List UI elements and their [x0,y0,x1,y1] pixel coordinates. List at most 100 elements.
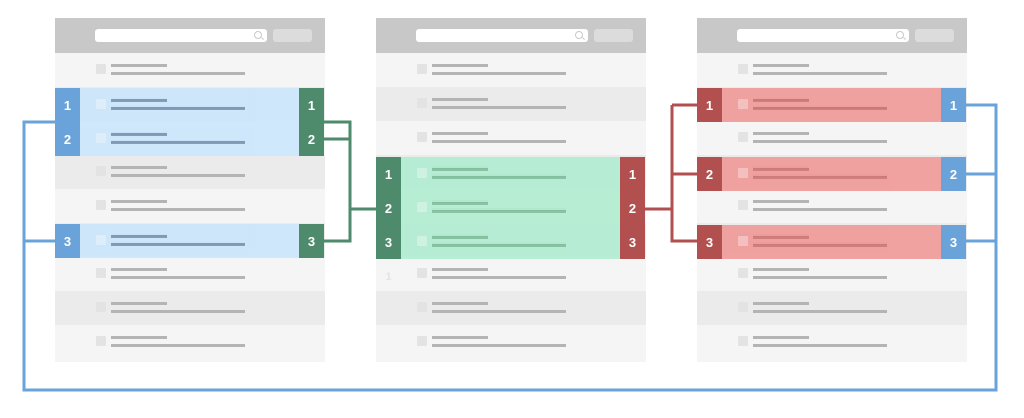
row-checkbox[interactable] [738,132,748,142]
list-item[interactable] [55,155,325,189]
left-out-tab-1[interactable]: 1 [299,88,324,122]
band-subtitle-placeholder [111,107,245,110]
list-item[interactable] [697,257,967,291]
row-checkbox[interactable] [96,336,106,346]
row-checkbox[interactable] [738,64,748,74]
row-checkbox[interactable] [96,64,106,74]
left-in-tab-1[interactable]: 1 [55,88,80,122]
row-checkbox[interactable] [738,336,748,346]
row-checkbox[interactable] [96,268,106,278]
list-item[interactable] [376,257,646,291]
left-in-tab-2[interactable]: 2 [55,122,80,156]
right-in-tab-1[interactable]: 1 [697,88,722,122]
band-checkbox[interactable] [96,235,106,245]
list-item[interactable] [697,121,967,155]
list-item[interactable] [376,87,646,121]
row-subtitle-placeholder [111,72,245,75]
list-item[interactable] [55,189,325,223]
row-title-placeholder [753,200,809,203]
right-search-field[interactable] [737,29,909,42]
row-checkbox[interactable] [738,268,748,278]
band-title-placeholder [432,202,488,205]
left-out-tab-3[interactable]: 3 [299,224,324,258]
band-checkbox[interactable] [417,168,427,178]
list-item[interactable] [376,53,646,87]
band-checkbox[interactable] [738,168,748,178]
list-item[interactable] [697,291,967,325]
middle-panel-toolbar [376,18,646,53]
left-band-2 [80,122,299,156]
right-out-tab-2[interactable]: 2 [941,157,966,191]
row-title-placeholder [111,302,167,305]
left-in-tab-3[interactable]: 3 [55,224,80,258]
left-panel-toolbar [55,18,325,53]
list-item[interactable] [376,121,646,155]
right-band-2 [722,157,941,191]
right-in-tab-2[interactable]: 2 [697,157,722,191]
list-item[interactable] [55,291,325,325]
row-checkbox[interactable] [96,200,106,210]
row-subtitle-placeholder [753,72,887,75]
row-checkbox[interactable] [96,302,106,312]
middle-faded-label: 1 [385,271,392,283]
left-toolbar-button[interactable] [273,29,312,42]
row-checkbox[interactable] [738,302,748,312]
row-title-placeholder [432,268,488,271]
row-title-placeholder [111,64,167,67]
row-subtitle-placeholder [432,310,566,313]
row-checkbox[interactable] [417,64,427,74]
band-subtitle-placeholder [432,244,566,247]
middle-band-1 [401,157,620,191]
row-title-placeholder [753,336,809,339]
left-search-field[interactable] [95,29,267,42]
band-checkbox[interactable] [96,133,106,143]
band-title-placeholder [432,168,488,171]
row-checkbox[interactable] [417,268,427,278]
band-checkbox[interactable] [417,236,427,246]
middle-out-tab-3[interactable]: 3 [620,225,645,259]
row-checkbox[interactable] [417,98,427,108]
row-title-placeholder [753,268,809,271]
list-item[interactable] [55,53,325,87]
row-title-placeholder [432,64,488,67]
list-item[interactable] [697,53,967,87]
row-subtitle-placeholder [432,106,566,109]
list-item[interactable] [697,325,967,359]
middle-search-field[interactable] [416,29,588,42]
band-title-placeholder [753,236,809,239]
list-item[interactable] [55,257,325,291]
list-item[interactable] [376,325,646,359]
row-checkbox[interactable] [417,336,427,346]
band-checkbox[interactable] [738,99,748,109]
middle-out-tab-1[interactable]: 1 [620,157,645,191]
row-title-placeholder [111,336,167,339]
row-subtitle-placeholder [432,344,566,347]
right-toolbar-button[interactable] [915,29,954,42]
row-subtitle-placeholder [753,140,887,143]
list-item[interactable] [376,291,646,325]
middle-toolbar-button[interactable] [594,29,633,42]
row-checkbox[interactable] [96,166,106,176]
left-out-tab-2[interactable]: 2 [299,122,324,156]
middle-out-tab-2[interactable]: 2 [620,191,645,225]
right-in-tab-3[interactable]: 3 [697,225,722,259]
list-item[interactable] [697,189,967,223]
band-checkbox[interactable] [417,202,427,212]
row-checkbox[interactable] [417,132,427,142]
list-item[interactable] [55,325,325,359]
middle-in-tab-3[interactable]: 3 [376,225,401,259]
middle-in-tab-2[interactable]: 2 [376,191,401,225]
band-checkbox[interactable] [738,236,748,246]
middle-in-tab-1[interactable]: 1 [376,157,401,191]
row-title-placeholder [432,336,488,339]
band-title-placeholder [111,99,167,102]
right-panel-toolbar [697,18,967,53]
band-subtitle-placeholder [432,176,566,179]
search-icon [575,31,583,39]
band-checkbox[interactable] [96,99,106,109]
right-out-tab-1[interactable]: 1 [941,88,966,122]
row-checkbox[interactable] [738,200,748,210]
search-icon [896,31,904,39]
right-out-tab-3[interactable]: 3 [941,225,966,259]
row-checkbox[interactable] [417,302,427,312]
